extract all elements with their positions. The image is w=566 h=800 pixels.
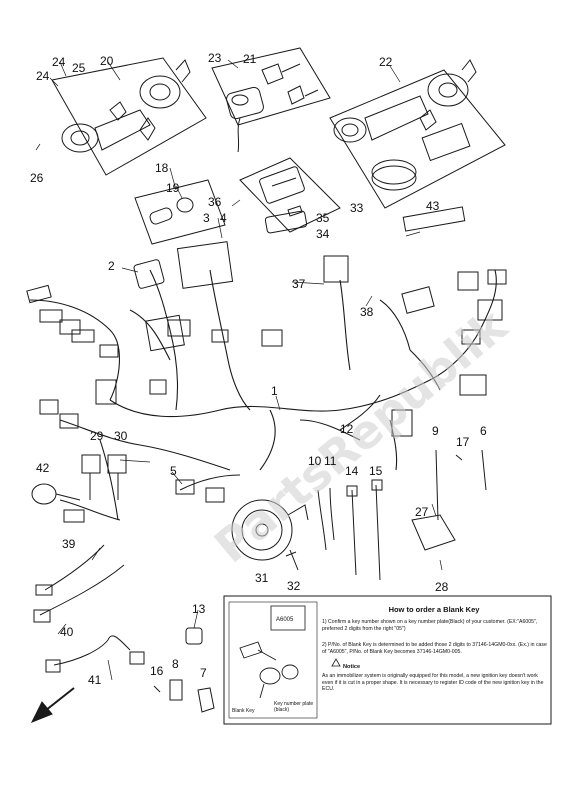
callout-34: 34 [316, 227, 330, 241]
callout-1: 1 [271, 384, 278, 398]
ignition-switch-left [61, 59, 191, 153]
watermark: PartsRepublik [204, 298, 518, 574]
blank-key-step-2: 2) P/No. of Blank Key is determined to b… [322, 642, 547, 655]
callout-33: 33 [350, 201, 364, 215]
horn-31 [231, 499, 309, 561]
callout-22: 22 [379, 55, 393, 69]
callout-38: 38 [360, 305, 374, 319]
callout-18: 18 [155, 161, 169, 175]
tie-14 [351, 489, 357, 576]
notice-label: Notice [343, 664, 361, 670]
callout-26: 26 [30, 171, 44, 185]
key-plate-icon [270, 605, 306, 631]
bolt-32 [285, 549, 299, 571]
warning-icon [331, 658, 341, 667]
callout-7: 7 [200, 666, 207, 680]
panel-immobilizer [239, 157, 341, 234]
main-harness [29, 269, 497, 521]
notice-text: As an immobilizer system is originally e… [322, 673, 544, 692]
callout-15: 15 [369, 464, 383, 478]
callout-30: 30 [114, 429, 128, 443]
callout-6: 6 [480, 424, 487, 438]
front-arrow-head [30, 701, 53, 723]
callout-25: 25 [72, 61, 86, 75]
callout-9: 9 [432, 424, 439, 438]
harness-connectors [26, 241, 507, 503]
callout-24-a: 24 [52, 55, 66, 69]
clamp-11 [329, 487, 335, 541]
relay-29 [81, 454, 101, 474]
callout-31: 31 [255, 571, 269, 585]
callout-40: 40 [60, 625, 74, 639]
plate-8 [169, 679, 183, 701]
callout-10: 10 [308, 454, 322, 468]
callout-14: 14 [345, 464, 359, 478]
clip-13 [185, 627, 203, 645]
panel-lock-set [329, 59, 506, 209]
callout-35: 35 [316, 211, 330, 225]
callout-2: 2 [108, 259, 115, 273]
key-illustration [239, 641, 299, 699]
panel-lock-cylinder [134, 179, 226, 245]
relay-30 [107, 454, 127, 474]
panel-ignition-switch [51, 57, 207, 176]
callout-19: 19 [166, 181, 180, 195]
callout-23: 23 [208, 51, 222, 65]
callout-41: 41 [88, 673, 102, 687]
callout-24-b: 24 [36, 69, 50, 83]
bracket-7 [197, 687, 215, 713]
callout-37: 37 [292, 277, 306, 291]
blank-key-step-1: 1) Confirm a key number shown on a key n… [322, 619, 538, 632]
screw-17 [455, 454, 463, 461]
callout-39: 39 [62, 537, 76, 551]
callout-3: 3 [203, 211, 210, 225]
key-plate-code: A6005 [276, 617, 294, 623]
tie-15 [375, 484, 381, 581]
callout-42: 42 [36, 461, 50, 475]
callout-5: 5 [170, 464, 177, 478]
callout-16: 16 [150, 664, 164, 678]
callout-29: 29 [90, 429, 104, 443]
callout-28: 28 [435, 580, 449, 594]
sensor-42 [31, 483, 85, 523]
blank-key-box [223, 595, 552, 725]
callout-32: 32 [287, 579, 301, 593]
callout-11: 11 [324, 454, 337, 468]
blank-key-title: How to order a Blank Key [388, 605, 480, 614]
harness-39 [44, 544, 105, 591]
label-blank-key: Blank Key [232, 708, 255, 714]
panel-keys [211, 47, 331, 153]
callout-17: 17 [456, 435, 470, 449]
callout-8: 8 [172, 657, 179, 671]
callout-13: 13 [192, 602, 206, 616]
screw-16 [153, 685, 161, 693]
harness-41 [53, 635, 131, 666]
leader-lines [35, 59, 443, 681]
label-key-plate: Key number plate (black) [274, 701, 314, 713]
callout-36: 36 [208, 195, 222, 209]
callout-21: 21 [243, 52, 257, 66]
callout-27: 27 [415, 505, 429, 519]
callout-4: 4 [220, 211, 227, 225]
tape-43 [402, 206, 466, 232]
callout-20: 20 [100, 54, 114, 68]
regulator-27 [411, 514, 456, 551]
harness-40 [39, 564, 125, 616]
callout-43: 43 [426, 199, 440, 213]
clamp-10 [317, 489, 327, 551]
bracket-9 [435, 449, 439, 521]
callout-12: 12 [340, 422, 354, 436]
callout-labels: 1 2 3 4 5 6 7 8 9 10 11 12 13 14 15 16 1… [30, 51, 487, 687]
bracket-6 [481, 449, 487, 491]
